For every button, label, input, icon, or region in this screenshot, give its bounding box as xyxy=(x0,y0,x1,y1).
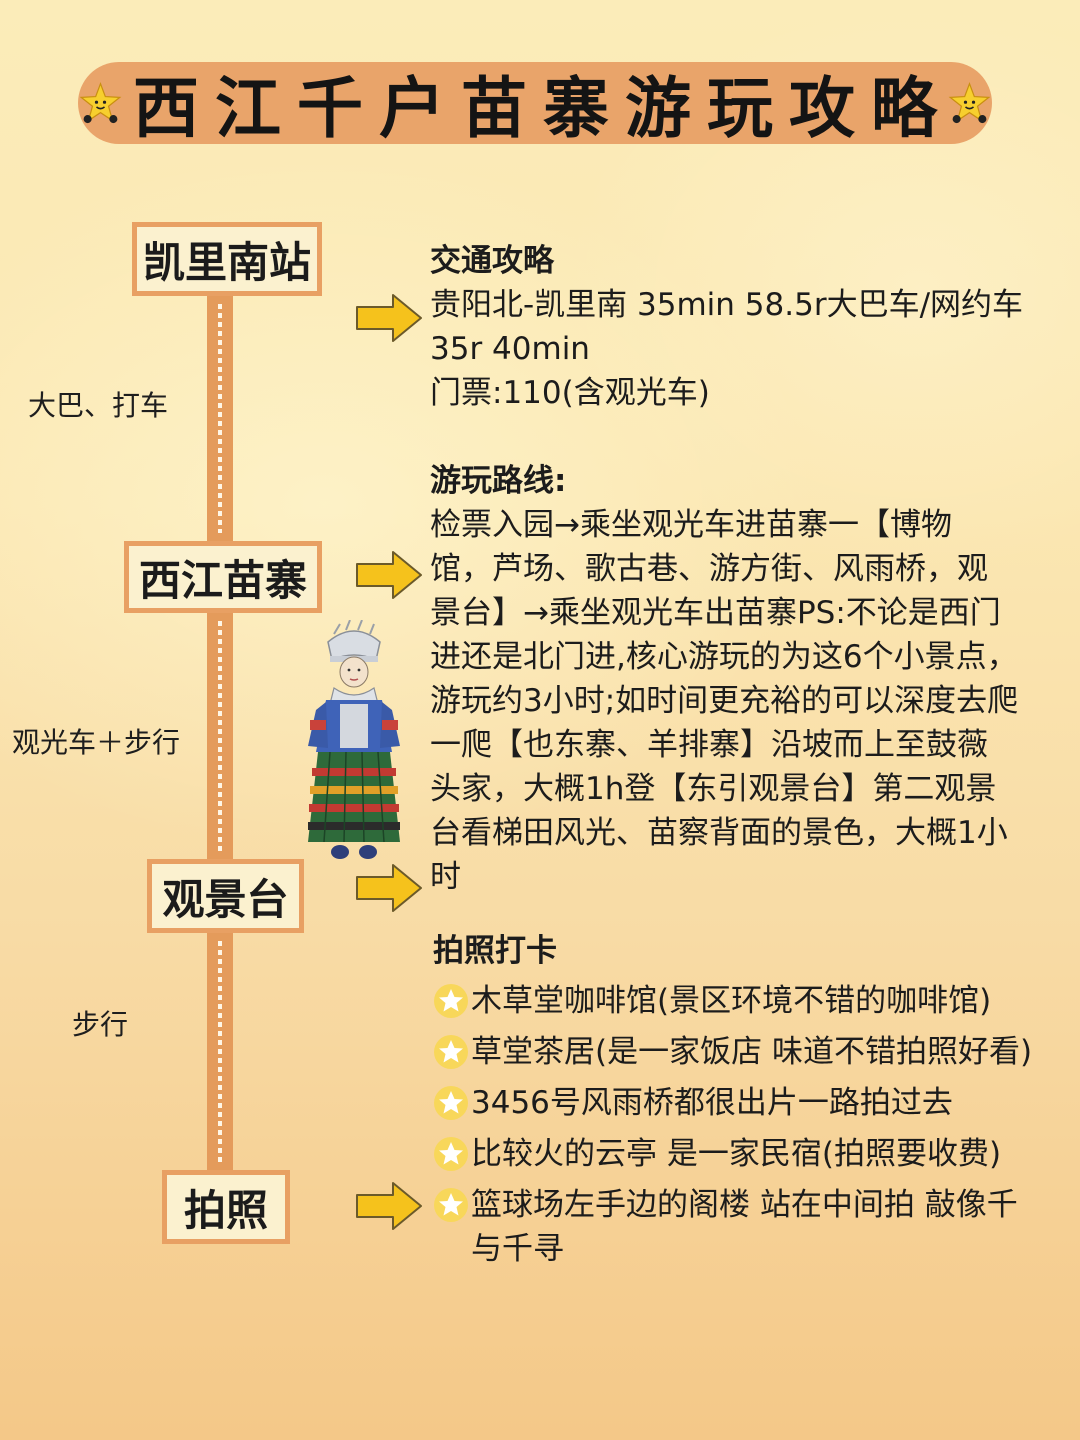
photo-spot-text: 木草堂咖啡馆(景区环境不错的咖啡馆) xyxy=(471,983,992,1019)
star-bullet-icon xyxy=(434,1086,468,1120)
list-item: 草堂茶居(是一家饭店 味道不错拍照好看) xyxy=(433,1030,1073,1074)
photo-spot-text: 比较火的云亭 是一家民宿(拍照要收费) xyxy=(471,1136,1002,1172)
arrow-right-icon xyxy=(356,551,422,599)
travel-mode-label: 步行 xyxy=(72,1008,129,1041)
itinerary-line: 游玩约3小时;如时间更充裕的可以深度去爬 xyxy=(430,683,1019,719)
star-face-icon xyxy=(948,81,991,124)
photo-spots-section: 拍照打卡 木草堂咖啡馆(景区环境不错的咖啡馆) 草堂茶居(是一家饭店 味道不错拍… xyxy=(433,929,1073,1278)
list-item: 木草堂咖啡馆(景区环境不错的咖啡馆) xyxy=(433,979,1073,1023)
arrow-right-icon xyxy=(356,294,422,342)
star-bullet-icon xyxy=(434,1137,468,1171)
station-xijiang-miao: 西江苗寨 xyxy=(124,541,322,613)
star-face-icon xyxy=(79,81,122,124)
route-connector xyxy=(207,933,233,1170)
itinerary-line: 进还是北门进,核心游玩的为这6个小景点， xyxy=(430,639,1018,675)
transport-section: 交通攻略 贵阳北-凯里南 35min 58.5r大巴车/网约车 35r 40mi… xyxy=(430,239,1070,415)
itinerary-line: 馆，芦场、歌古巷、游方街、风雨桥，观 xyxy=(430,551,988,587)
station-viewing-platform: 观景台 xyxy=(147,859,304,933)
transport-line: 贵阳北-凯里南 35min 58.5r大巴车/网约车 xyxy=(430,287,1024,323)
itinerary-line: 一爬【也东寨、羊排寨】沿坡而上至鼓薇 xyxy=(430,727,988,763)
itinerary-line: 台看梯田风光、苗察背面的景色，大概1小 xyxy=(430,815,1008,851)
photo-spots-heading: 拍照打卡 xyxy=(433,933,557,969)
transport-line: 门票:110(含观光车) xyxy=(430,375,710,411)
star-bullet-icon xyxy=(434,1035,468,1069)
route-connector xyxy=(207,296,233,541)
station-kaili-south: 凯里南站 xyxy=(132,222,322,296)
photo-spot-text: 3456号风雨桥都很出片一路拍过去 xyxy=(471,1085,953,1121)
star-bullet-icon xyxy=(434,1188,468,1222)
station-photo: 拍照 xyxy=(162,1170,290,1244)
itinerary-line: 景台】→乘坐观光车出苗寨PS:不论是西门 xyxy=(430,595,1001,631)
photo-spot-text: 篮球场左手边的阁楼 站在中间拍 敲像千 与千寻 xyxy=(471,1187,1018,1267)
arrow-right-icon xyxy=(356,1182,422,1230)
route-connector xyxy=(207,613,233,859)
transport-line: 35r 40min xyxy=(430,331,590,367)
itinerary-heading: 游玩路线: xyxy=(430,463,567,499)
miao-costume-figure xyxy=(308,620,400,859)
itinerary-section: 游玩路线: 检票入园→乘坐观光车进苗寨一【博物 馆，芦场、歌古巷、游方街、风雨桥… xyxy=(430,459,1070,899)
title-banner: 西江千户苗寨游玩攻略 xyxy=(78,62,992,147)
star-bullet-icon xyxy=(434,984,468,1018)
list-item: 3456号风雨桥都很出片一路拍过去 xyxy=(433,1081,1073,1125)
photo-spots-list: 木草堂咖啡馆(景区环境不错的咖啡馆) 草堂茶居(是一家饭店 味道不错拍照好看) … xyxy=(433,979,1073,1271)
itinerary-line: 检票入园→乘坐观光车进苗寨一【博物 xyxy=(430,507,952,543)
transport-heading: 交通攻略 xyxy=(430,243,554,279)
photo-spot-text: 草堂茶居(是一家饭店 味道不错拍照好看) xyxy=(471,1034,1033,1070)
list-item: 比较火的云亭 是一家民宿(拍照要收费) xyxy=(433,1132,1073,1176)
itinerary-line: 时 xyxy=(430,859,461,895)
travel-mode-label: 大巴、打车 xyxy=(28,389,169,422)
page-title: 西江千户苗寨游玩攻略 xyxy=(133,70,953,147)
arrow-right-icon xyxy=(356,864,422,912)
itinerary-line: 头家，大概1h登【东引观景台】第二观景 xyxy=(430,771,997,807)
travel-mode-label: 观光车＋步行 xyxy=(12,726,181,759)
list-item: 篮球场左手边的阁楼 站在中间拍 敲像千 与千寻 xyxy=(433,1183,1073,1271)
